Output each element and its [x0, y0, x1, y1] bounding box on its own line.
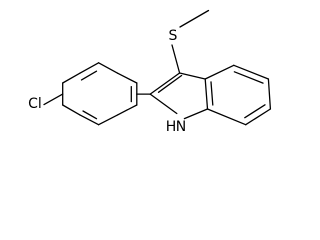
- ring-bond: [79, 114, 100, 126]
- molecule-structure: Cl S H N: [28, 9, 272, 135]
- ring-bond: [206, 108, 247, 126]
- ring-bond: [178, 72, 206, 80]
- sulfur-label: S: [169, 28, 178, 44]
- ring-double-bond: [244, 104, 266, 119]
- ring-double-bond: [82, 110, 98, 120]
- ring-bond: [267, 78, 272, 110]
- ring-double-bond: [210, 81, 214, 106]
- ring-bond: [149, 93, 178, 115]
- chlorine-label: Cl: [28, 96, 42, 112]
- ring-double-bond: [157, 74, 183, 93]
- chlorine-bond: [43, 93, 64, 106]
- ring-bond: [149, 72, 181, 95]
- ring-bond: [62, 104, 81, 116]
- nitrogen-label: N: [176, 119, 186, 135]
- ring-double-bond: [233, 71, 264, 84]
- ring-bond: [233, 64, 270, 80]
- ring-bond: [245, 108, 272, 126]
- c3-sulfur-bond: [171, 44, 181, 74]
- ring-bond: [116, 104, 138, 116]
- ring-bond: [204, 64, 235, 80]
- chlorophenyl-ring: [62, 62, 138, 126]
- ring-bond: [183, 108, 209, 120]
- pyrrole-ring: [149, 72, 209, 120]
- ring-bond: [62, 72, 81, 84]
- ring-bond: [79, 62, 100, 74]
- sulfur-methyl-bond: [179, 9, 210, 28]
- ring-bond: [97, 114, 119, 126]
- nitrogen-hydrogen-label: H: [166, 119, 177, 135]
- ring-double-bond: [80, 70, 98, 81]
- ring-bond: [97, 62, 119, 74]
- benzo-ring: [204, 64, 272, 126]
- ring-bond: [204, 78, 209, 110]
- ring-bond: [116, 72, 138, 84]
